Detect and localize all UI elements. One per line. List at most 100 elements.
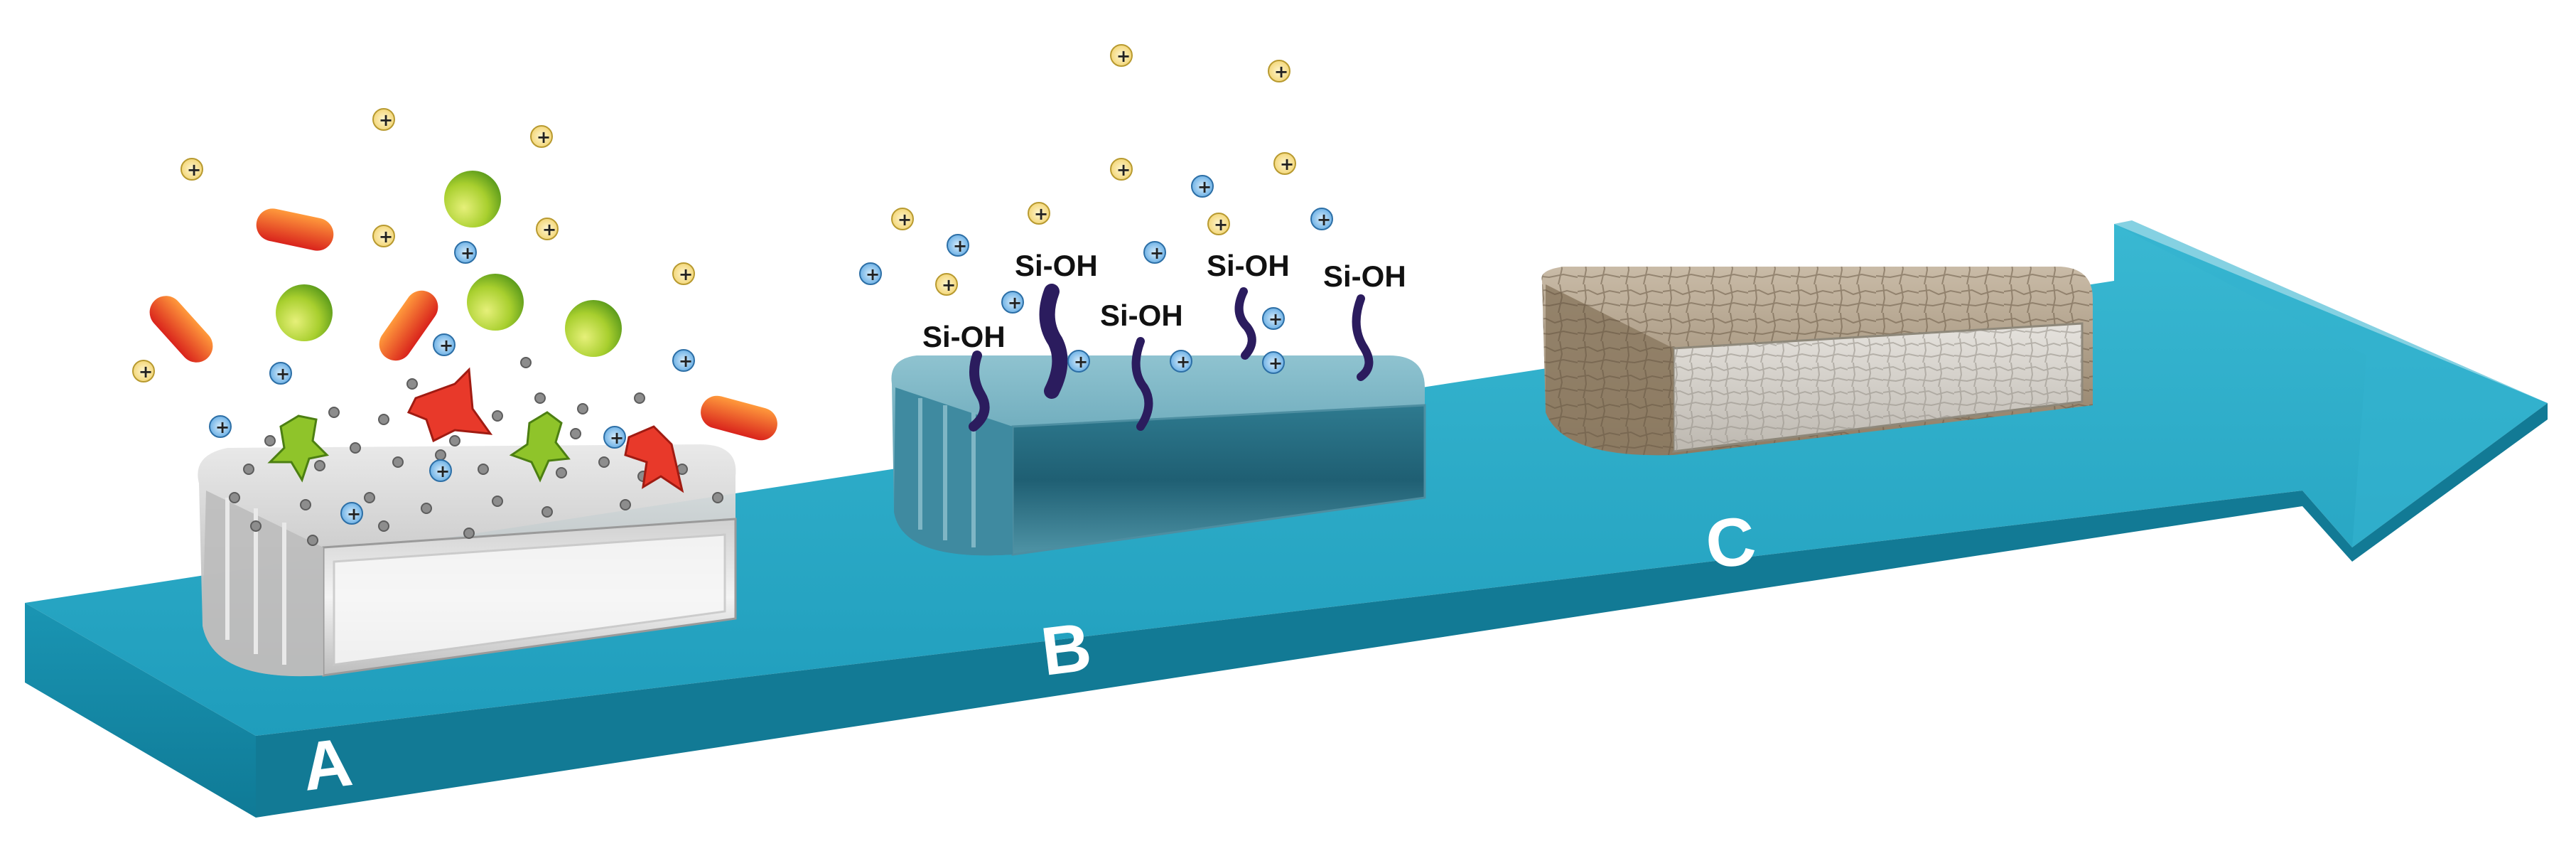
silanol-chain: [969, 350, 990, 432]
dissolved-particles: [229, 357, 723, 546]
green-star: [509, 411, 571, 483]
plus-ion-blue: +: [859, 262, 882, 285]
plus-ion-yellow: +: [891, 208, 914, 230]
plus-ion-yellow: +: [935, 273, 958, 296]
spiky-particles: [267, 367, 684, 493]
cations-blue: + + + + + + + + + + + + + + + + + +: [209, 175, 1333, 525]
svg-text:+: +: [139, 362, 153, 382]
red-rod-particles: [149, 208, 777, 441]
glass-block-c: [1541, 267, 2093, 456]
plus-ion-blue: +: [429, 459, 452, 482]
svg-text:+: +: [379, 227, 393, 247]
svg-text:+: +: [276, 364, 290, 384]
cations-yellow: + + + + + + + + + + + + + + +: [132, 44, 1296, 382]
svg-text:+: +: [436, 461, 450, 481]
plus-ion-blue: +: [672, 349, 695, 372]
red-rod: [149, 296, 213, 363]
svg-text:+: +: [1034, 204, 1048, 224]
svg-text:+: +: [542, 220, 556, 240]
silanol-label: Si-OH: [1207, 249, 1290, 282]
plus-ion-blue: +: [947, 234, 969, 257]
red-rod: [256, 208, 334, 251]
svg-text:+: +: [610, 428, 624, 448]
svg-text:+: +: [1176, 352, 1190, 372]
stage-label-b: B: [1038, 609, 1096, 690]
green-star: [267, 414, 330, 483]
svg-text:+: +: [537, 127, 551, 147]
svg-text:+: +: [1214, 215, 1228, 235]
plus-ion-blue: +: [1143, 241, 1166, 264]
svg-text:+: +: [1268, 309, 1283, 329]
arrow-head-upper: [2114, 220, 2548, 547]
arrow-front-face: [256, 403, 2548, 818]
plus-ion-yellow: +: [180, 158, 203, 181]
plus-ion-blue: +: [1170, 350, 1192, 373]
plus-ion-yellow: +: [536, 218, 559, 240]
silanol-label: Si-OH: [1323, 259, 1406, 293]
red-star: [406, 367, 493, 443]
svg-text:+: +: [953, 236, 967, 256]
plus-ion-blue: +: [1310, 208, 1333, 230]
plus-ion-yellow: +: [1110, 44, 1133, 67]
silanol-groups: [969, 284, 1374, 432]
plus-ion-blue: +: [269, 362, 292, 385]
svg-text:+: +: [215, 417, 230, 437]
plus-ion-yellow: +: [372, 225, 395, 247]
svg-text:+: +: [1317, 210, 1331, 230]
svg-text:+: +: [187, 160, 201, 180]
svg-text:+: +: [1074, 352, 1088, 372]
silanol-label: Si-OH: [1100, 299, 1183, 332]
arrow-side-face: [25, 603, 256, 818]
plus-ion-yellow: +: [1273, 152, 1296, 175]
silanol-chain: [1039, 284, 1068, 399]
stage-label-c: C: [1702, 502, 1760, 584]
plus-ion-yellow: +: [1028, 202, 1050, 225]
glass-block-a: [198, 444, 737, 677]
plus-ion-blue: +: [209, 415, 232, 438]
silanol-chain: [1352, 294, 1374, 381]
plus-ion-yellow: +: [1207, 213, 1230, 235]
plus-ion-blue: +: [1262, 307, 1285, 330]
plus-ion-yellow: +: [132, 360, 155, 382]
svg-text:+: +: [1280, 154, 1294, 174]
plus-ion-blue: +: [603, 426, 626, 449]
svg-text:+: +: [1274, 62, 1288, 82]
svg-text:+: +: [1197, 177, 1212, 197]
svg-text:+: +: [942, 275, 956, 295]
green-sphere: [565, 300, 622, 357]
silanol-chain: [1131, 337, 1153, 431]
svg-text:+: +: [898, 210, 912, 230]
svg-text:+: +: [1116, 46, 1131, 66]
green-sphere-particles: [276, 171, 622, 357]
svg-text:+: +: [1008, 293, 1022, 313]
svg-text:+: +: [679, 351, 693, 371]
svg-text:+: +: [460, 243, 475, 263]
stage-label-a: A: [298, 724, 357, 805]
svg-text:+: +: [1116, 160, 1131, 180]
plus-ion-blue: +: [454, 241, 477, 264]
svg-text:+: +: [439, 336, 453, 355]
silanol-label: Si-OH: [1015, 249, 1098, 282]
glass-block-b: [891, 355, 1426, 556]
red-star: [624, 425, 684, 493]
svg-text:+: +: [379, 110, 393, 130]
svg-text:+: +: [866, 264, 880, 284]
plus-ion-blue: +: [433, 333, 456, 356]
plus-ion-yellow: +: [530, 125, 553, 148]
svg-text:+: +: [679, 264, 693, 284]
plus-ion-yellow: +: [1268, 60, 1290, 82]
silanol-chain: [1234, 287, 1256, 360]
plus-ion-blue: +: [1191, 175, 1214, 198]
green-sphere: [276, 284, 333, 341]
plus-ion-yellow: +: [1110, 158, 1133, 181]
green-sphere: [467, 274, 524, 331]
plus-ion-blue: +: [1001, 291, 1024, 314]
svg-text:+: +: [1150, 243, 1164, 263]
svg-text:+: +: [347, 504, 361, 524]
plus-ion-yellow: +: [672, 262, 695, 285]
plus-ion-blue: +: [1067, 350, 1090, 373]
green-sphere: [444, 171, 501, 228]
plus-ion-yellow: +: [372, 108, 395, 131]
svg-text:+: +: [1268, 353, 1283, 373]
